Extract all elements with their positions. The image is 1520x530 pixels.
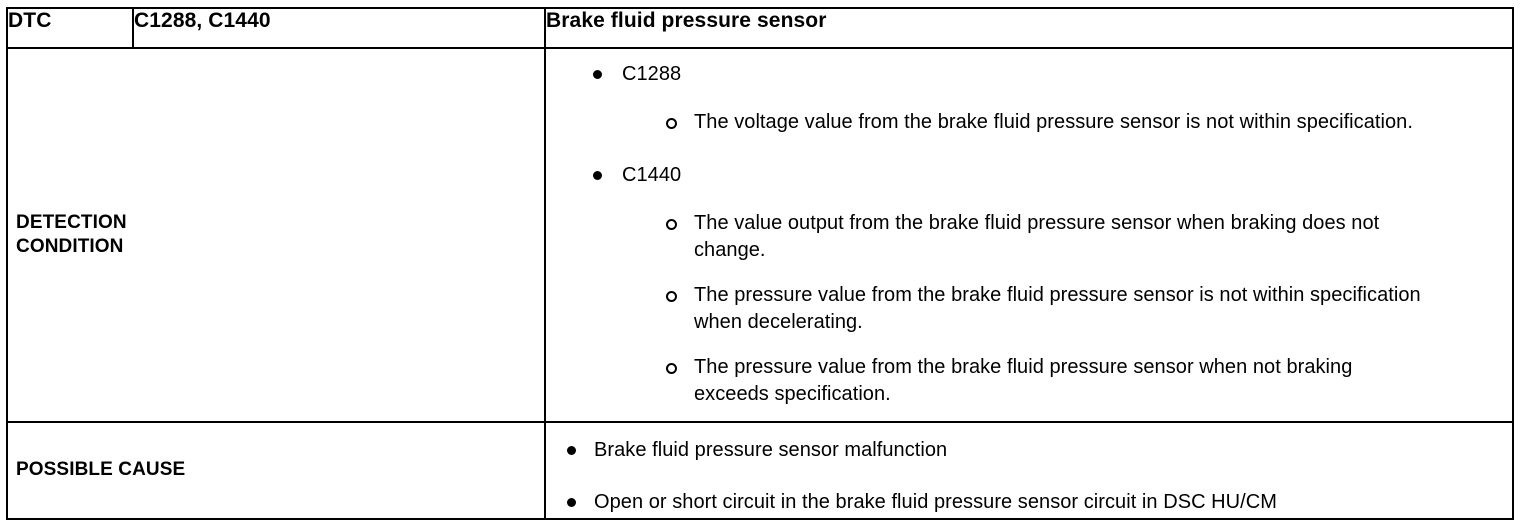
detection-condition-label: DETECTION CONDITION <box>16 211 296 259</box>
possible-cause-label-cell: POSSIBLE CAUSE <box>6 420 546 521</box>
list-item: Brake fluid pressure sensor malfunction <box>546 437 1512 463</box>
list-item: C1288 <box>546 61 1512 87</box>
detection-condition-label-line1: DETECTION <box>16 211 127 233</box>
list-item: The voltage value from the brake fluid p… <box>546 109 1512 136</box>
possible-cause-label: POSSIBLE CAUSE <box>16 459 186 481</box>
spacer <box>546 336 1512 354</box>
list-item: The pressure value from the brake fluid … <box>546 282 1512 336</box>
detection-detail-text: The pressure value from the brake fluid … <box>694 284 1421 333</box>
table-row-header: DTC C1288, C1440 Brake fluid pressure se… <box>6 7 1514 49</box>
detection-detail-text: The value output from the brake fluid pr… <box>694 212 1380 261</box>
spacer <box>546 188 1512 210</box>
detection-condition-label-cell: DETECTION CONDITION <box>6 47 546 423</box>
possible-cause-content-cell: Brake fluid pressure sensor malfunction … <box>544 420 1514 521</box>
dtc-code-text: C1288 <box>622 63 682 85</box>
spacer <box>546 463 1512 489</box>
list-item: Open or short circuit in the brake fluid… <box>546 489 1512 515</box>
possible-cause-text: Open or short circuit in the brake fluid… <box>594 490 1277 513</box>
dtc-code-text: C1440 <box>622 164 682 186</box>
dtc-label-cell: DTC <box>6 7 134 49</box>
dtc-title-cell: Brake fluid pressure sensor <box>544 7 1514 49</box>
dtc-table: DTC C1288, C1440 Brake fluid pressure se… <box>6 7 1514 521</box>
filled-bullet-icon <box>593 171 602 180</box>
detection-detail-text: The pressure value from the brake fluid … <box>694 356 1353 405</box>
list-item: The pressure value from the brake fluid … <box>546 354 1512 408</box>
table-row-detection-condition: DETECTION CONDITION C1288 <box>6 47 1514 423</box>
detection-group-c1440-details: The value output from the brake fluid pr… <box>546 210 1512 408</box>
list-item: The value output from the brake fluid pr… <box>546 210 1512 264</box>
detection-detail-text: The voltage value from the brake fluid p… <box>694 111 1413 133</box>
filled-bullet-icon <box>567 497 576 507</box>
filled-bullet-icon <box>593 70 602 79</box>
table-row-possible-cause: POSSIBLE CAUSE Brake fluid pressure sens… <box>6 420 1514 521</box>
spacer <box>546 87 1512 109</box>
detection-condition-label-line2: CONDITION <box>16 235 124 257</box>
detection-group-c1288: C1288 <box>546 61 1512 87</box>
possible-cause-text: Brake fluid pressure sensor malfunction <box>594 438 948 461</box>
detection-group-c1288-details: The voltage value from the brake fluid p… <box>546 109 1512 136</box>
detection-group-c1440: C1440 <box>546 162 1512 188</box>
dtc-codes-cell: C1288, C1440 <box>132 7 546 49</box>
possible-cause-list: Brake fluid pressure sensor malfunction … <box>546 423 1512 515</box>
detection-condition-content-cell: C1288 The voltage value from the brake f… <box>544 47 1514 423</box>
list-item: C1440 <box>546 162 1512 188</box>
hollow-bullet-icon <box>666 363 677 374</box>
filled-bullet-icon <box>567 445 576 455</box>
hollow-bullet-icon <box>666 291 677 302</box>
spacer <box>546 136 1512 162</box>
spacer <box>546 264 1512 282</box>
hollow-bullet-icon <box>666 219 677 230</box>
detection-condition-list: C1288 The voltage value from the brake f… <box>546 49 1512 408</box>
hollow-bullet-icon <box>666 118 677 129</box>
